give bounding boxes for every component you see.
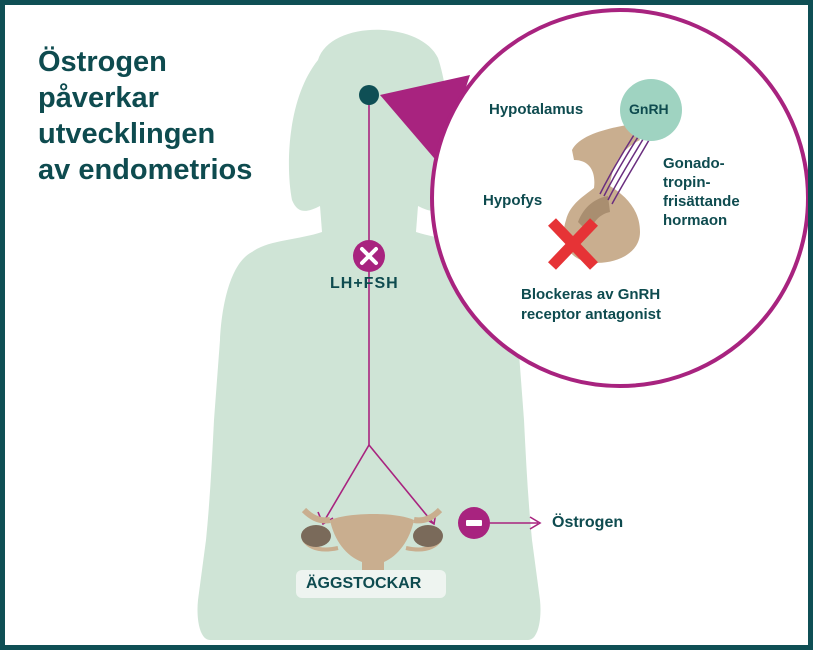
gnrh-bubble [620,79,682,141]
ovaries-label-bg [296,570,446,598]
estrogen-output-label: Östrogen [552,514,624,531]
minus-icon [458,507,490,539]
pituitary-dot-icon [359,85,379,105]
hypofys-label: Hypofys [483,192,543,209]
hypothalamus-label: Hypotalamus [489,101,584,118]
page-title: Östrogen påverkar utvecklingen av endome… [38,44,252,188]
title-line: utvecklingen [38,118,216,150]
gonadotropin-label: Gonado- tropin- frisättande hormaon [663,154,740,230]
red-cross-icon [548,218,598,270]
title-line: påverkar [38,82,159,114]
uterus-ovaries-illustration [301,507,443,584]
ovary-right-icon [413,525,443,547]
ovary-left-icon [301,525,331,547]
title-line: av endometrios [38,154,253,186]
blocked-line: Blockeras av GnRH [521,286,661,303]
gonadotropin-line: frisättande [663,193,740,210]
gonadotropin-line: hormaon [663,212,728,229]
gonadotropin-line: Gonado- [663,155,725,172]
blocked-label: Blockeras av GnRH receptor antagonist [521,285,661,325]
gnrh-label: GnRH [629,101,669,117]
lh-fsh-label: LH+FSH [330,275,399,292]
block-x-icon [353,240,385,272]
blocked-line: receptor antagonist [521,306,662,323]
arrow-right-icon [529,516,542,530]
ovaries-label: ÄGGSTOCKAR [306,575,422,592]
title-line: Östrogen [38,46,167,78]
gonadotropin-line: tropin- [663,174,711,191]
